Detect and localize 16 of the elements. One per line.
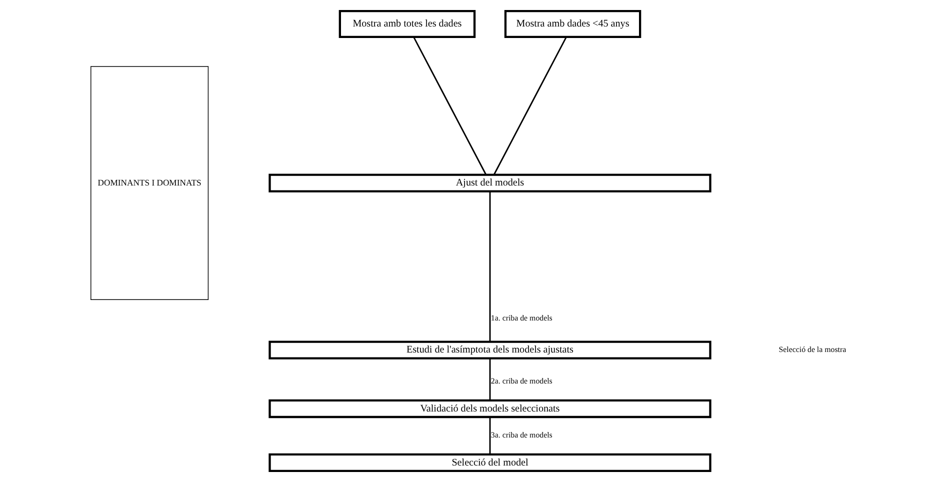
node-box: DOMINANTS I DOMINATS <box>90 66 209 300</box>
connector <box>493 36 567 176</box>
connector <box>489 417 491 454</box>
label: Selecció de la mostra <box>778 345 846 354</box>
node-box: Mostra amb dades <45 anys <box>504 10 642 38</box>
node-box: Validació dels models seleccionats <box>268 399 712 418</box>
edge-label: 1a. criba de models <box>490 313 552 322</box>
node-box: Estudi de l'asímptota dels models ajustats <box>268 340 712 360</box>
connector <box>489 358 491 400</box>
node-box: Mostra amb totes les dades <box>338 10 476 38</box>
edge-label: 3a. criba de models <box>490 430 552 440</box>
edge-label: 2a. criba de models <box>490 376 552 386</box>
node-box: Selecció del model <box>268 453 712 472</box>
connector <box>413 36 487 176</box>
connector <box>489 192 491 342</box>
node-box: Ajust del models <box>268 174 712 192</box>
